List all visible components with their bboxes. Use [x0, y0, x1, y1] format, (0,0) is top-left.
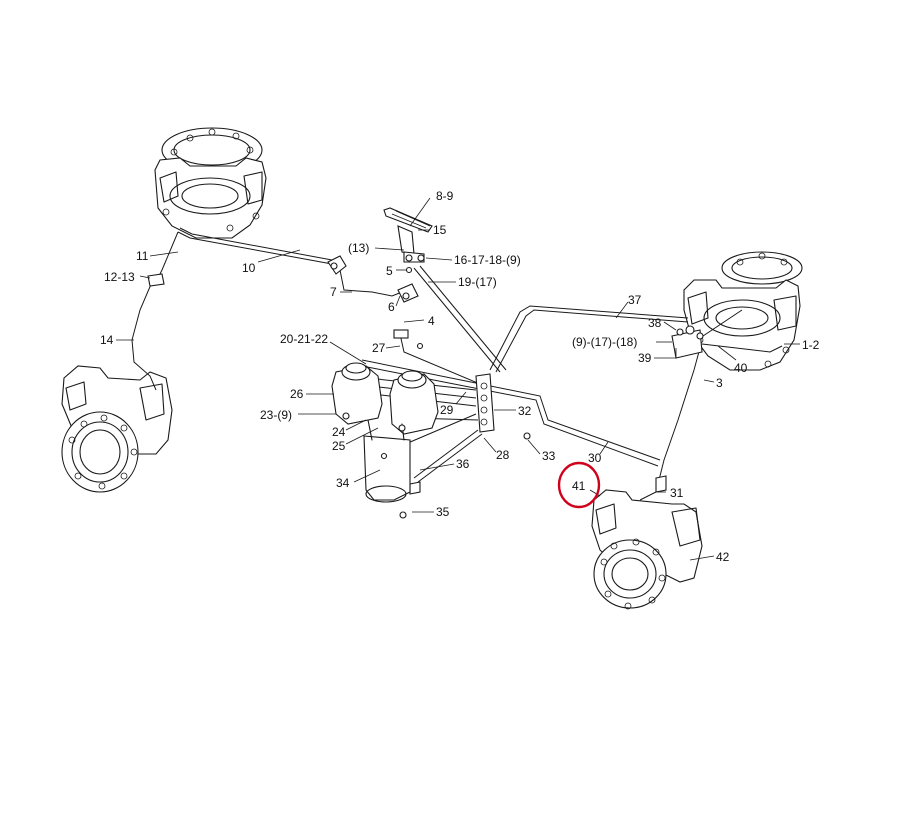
label-30: 30: [588, 451, 602, 465]
proportioning-valve: [671, 325, 704, 359]
label-42: 42: [716, 550, 730, 564]
label-15: 15: [433, 223, 447, 237]
brake-pedal-assembly: [383, 207, 433, 263]
label-25: 25: [332, 439, 346, 453]
label-20-21-22: 20-21-22: [280, 332, 328, 346]
label-14: 14: [100, 333, 114, 347]
label-37: 37: [628, 293, 642, 307]
label-1-2: 1-2: [802, 338, 820, 352]
label-6: 6: [388, 300, 395, 314]
label-31: 31: [670, 486, 684, 500]
leader-lines: [116, 197, 800, 561]
label-11: 11: [136, 249, 149, 263]
distribution-block: [475, 373, 495, 433]
label-19-17: 19-(17): [458, 275, 497, 289]
label-23-9: 23-(9): [260, 408, 292, 422]
wheel-hub-top-left: [154, 127, 267, 239]
label-39: 39: [638, 351, 652, 365]
label-7: 7: [330, 285, 337, 299]
highlight-circle-41: [557, 461, 601, 509]
label-29: 29: [440, 403, 454, 417]
label-27: 27: [372, 341, 386, 355]
label-12-13: 12-13: [104, 270, 135, 284]
label-41: 41: [572, 479, 586, 493]
label-38: 38: [648, 316, 662, 330]
label-32: 32: [518, 404, 532, 418]
label-34: 34: [336, 476, 350, 490]
fittings: [147, 255, 667, 519]
label-13: (13): [348, 241, 369, 255]
label-40: 40: [734, 361, 748, 375]
label-26: 26: [290, 387, 304, 401]
label-10: 10: [242, 261, 256, 275]
label-36: 36: [456, 457, 470, 471]
label-3: 3: [716, 376, 723, 390]
label-9-17-18: (9)-(17)-(18): [572, 335, 637, 349]
label-35: 35: [436, 505, 450, 519]
label-24: 24: [332, 425, 346, 439]
label-33: 33: [542, 449, 556, 463]
label-5: 5: [386, 264, 393, 278]
label-16-17-18-9: 16-17-18-(9): [454, 253, 521, 267]
label-28: 28: [496, 448, 510, 462]
wheel-hub-bottom-left: [61, 365, 173, 493]
label-4: 4: [428, 314, 435, 328]
wheel-hub-bottom-right: [591, 489, 703, 610]
part-labels: 8-9 15 (13) 16-17-18-(9) 5 19-(17) 11 10…: [100, 189, 820, 564]
master-cylinder-booster: [331, 362, 439, 503]
label-8-9: 8-9: [436, 189, 454, 203]
